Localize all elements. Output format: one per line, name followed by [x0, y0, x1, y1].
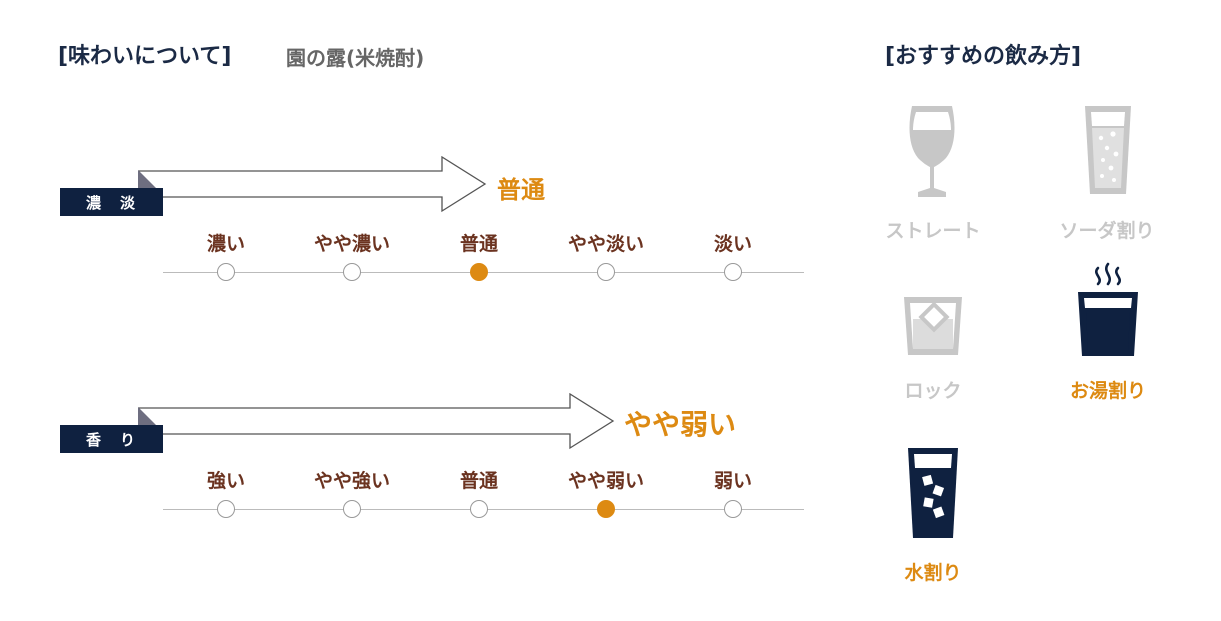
- hot-water-cup-icon: [1078, 262, 1138, 356]
- aroma-result: やや弱い: [624, 408, 737, 441]
- aroma-tag: 香 り: [60, 425, 163, 453]
- aroma-level-label: 普通: [459, 470, 499, 492]
- aroma-level-dot: [470, 500, 488, 518]
- aroma-level-dot: [343, 500, 361, 518]
- taste-level-dot: [597, 263, 615, 281]
- aroma-level-dot: [217, 500, 235, 518]
- aroma-level-dot: [724, 500, 742, 518]
- taste-result: 普通: [497, 176, 545, 204]
- recommend-title: [おすすめの飲み方]: [885, 44, 1082, 69]
- taste-level-dot: [724, 263, 742, 281]
- aroma-level-label: 強い: [206, 470, 246, 492]
- rock-glass-icon: [904, 297, 962, 355]
- taste-level-label: やや濃い: [313, 233, 391, 255]
- taste-level-dot: [217, 263, 235, 281]
- aroma-arrow: [138, 393, 615, 450]
- aroma-level-dot: [597, 500, 615, 518]
- aroma-level-label: やや弱い: [567, 470, 645, 492]
- section-title: [味わいについて]: [58, 44, 232, 69]
- taste-level-label: 普通: [459, 233, 499, 255]
- taste-arrow: [138, 156, 487, 213]
- water-glass-icon: [908, 448, 958, 538]
- wine-glass-icon: [909, 106, 955, 197]
- taste-level-label: 淡い: [713, 233, 753, 255]
- serving-label-straight: ストレート: [885, 220, 981, 242]
- serving-label-soda: ソーダ割り: [1059, 220, 1155, 242]
- aroma-level-label: 弱い: [713, 470, 753, 492]
- taste-level-label: 濃い: [206, 233, 246, 255]
- taste-level-dot: [470, 263, 488, 281]
- serving-label-hot-water: お湯割り: [1069, 380, 1147, 402]
- taste-level-label: やや淡い: [567, 233, 645, 255]
- taste-level-dot: [343, 263, 361, 281]
- taste-tag: 濃 淡: [60, 188, 163, 216]
- serving-label-water: 水割り: [904, 562, 962, 584]
- aroma-level-label: やや強い: [313, 470, 391, 492]
- product-name: 園の露(米焼酎): [286, 46, 425, 70]
- serving-label-rock: ロック: [904, 380, 962, 402]
- soda-glass-icon: [1085, 106, 1131, 194]
